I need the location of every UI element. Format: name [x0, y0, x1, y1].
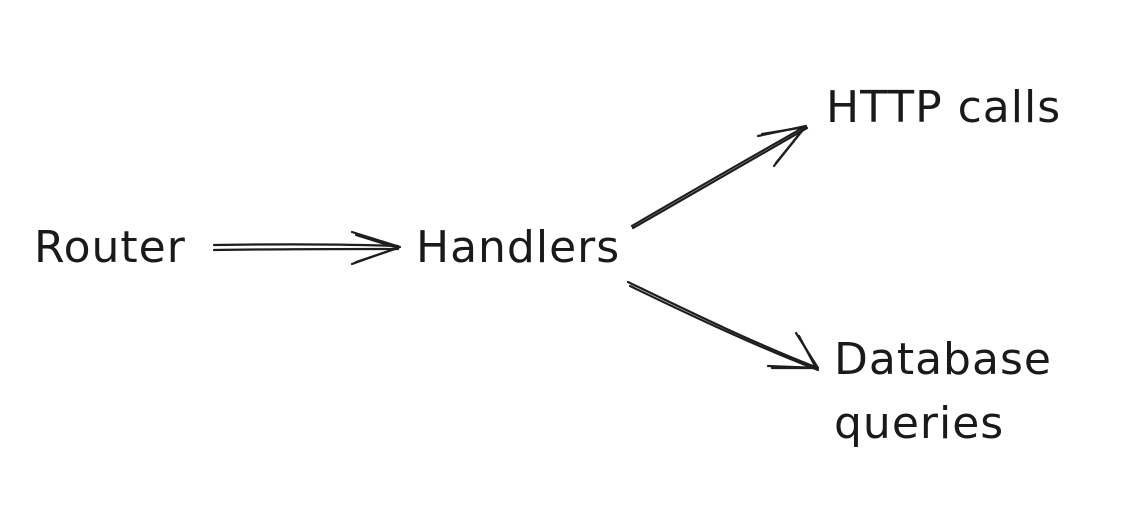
arrow-handlers-to-database-queries [626, 280, 820, 372]
node-handlers: Handlers [416, 222, 621, 273]
node-http-calls: HTTP calls [826, 82, 1062, 133]
node-database-queries-line1: Database [834, 334, 1052, 385]
node-router: Router [34, 222, 186, 273]
node-database-queries-line2: queries [834, 398, 1005, 449]
arrow-router-to-handlers [212, 230, 402, 266]
arrow-handlers-to-http-calls [630, 124, 809, 230]
